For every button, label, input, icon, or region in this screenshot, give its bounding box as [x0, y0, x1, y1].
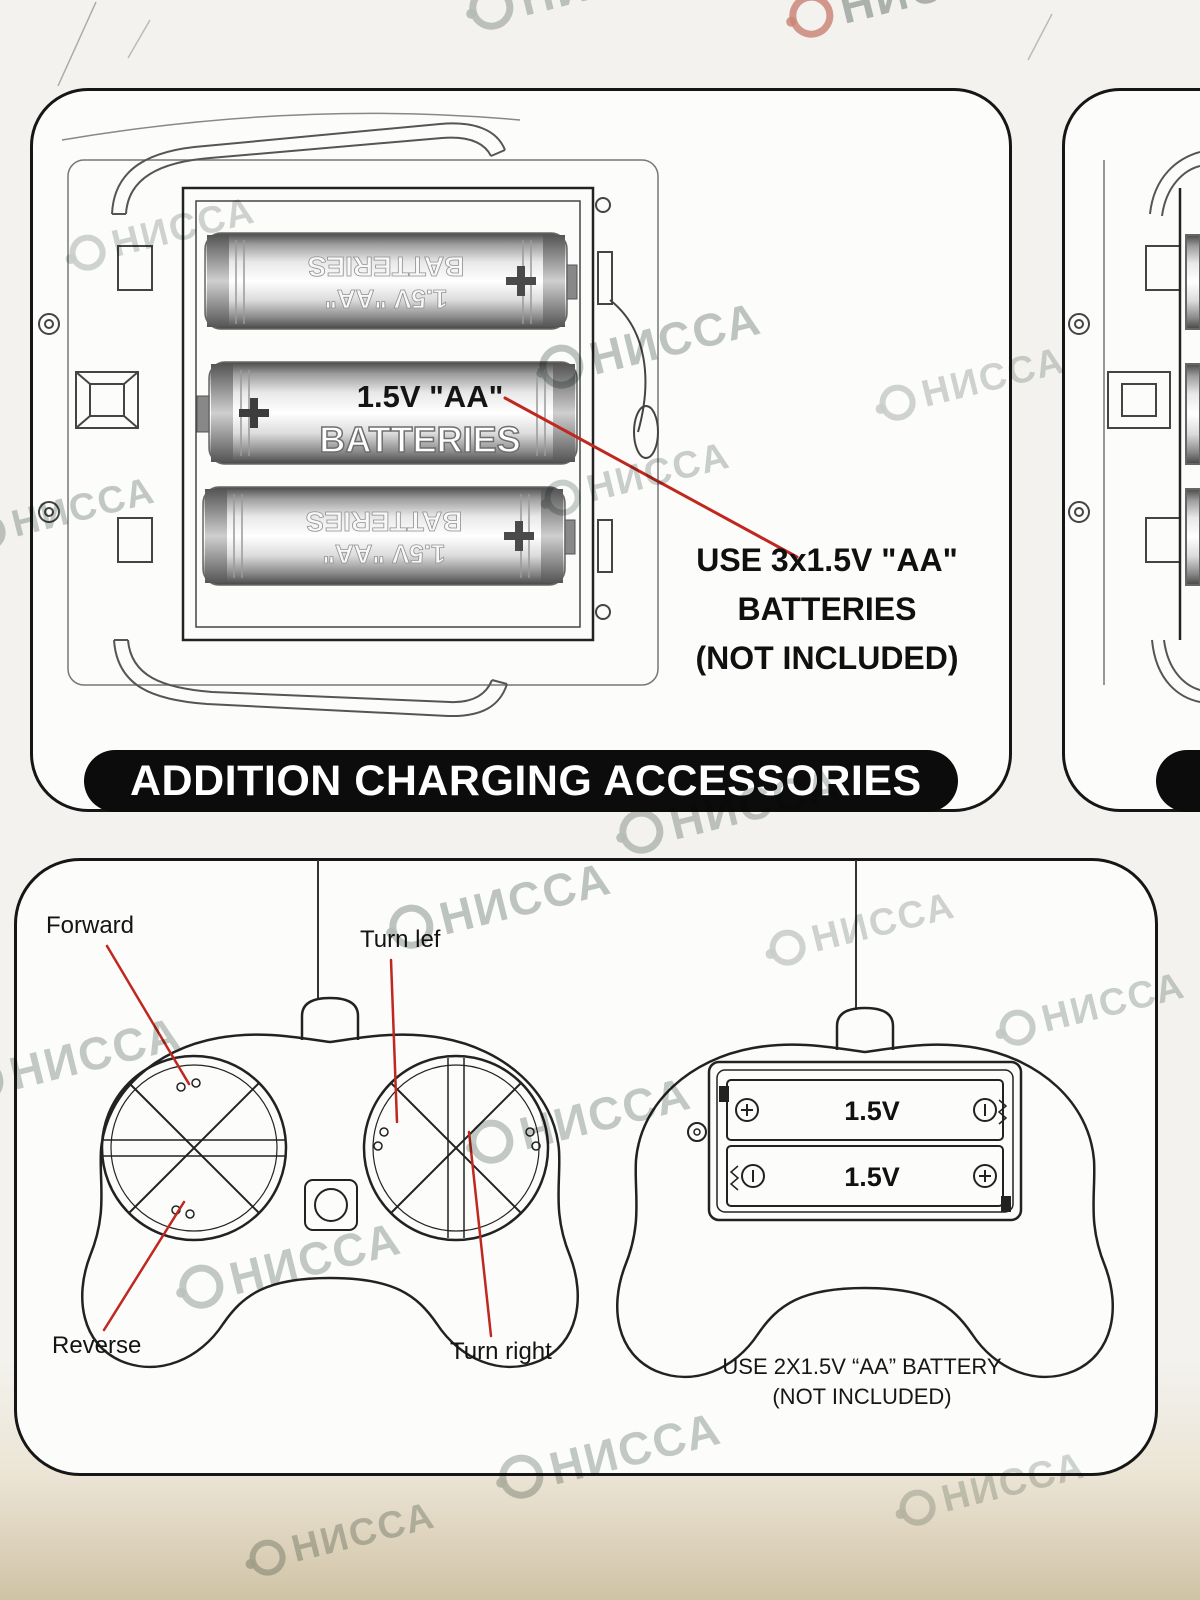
- section-banner: ADDITION CHARGING ACCESSORIES: [84, 750, 958, 812]
- scan-scratches: [57, 1, 1053, 87]
- battery-note: USE 3x1.5V "AA" BATTERIES (NOT INCLUDED): [652, 536, 1002, 683]
- partial-next-panel: [1062, 88, 1200, 812]
- watermark-logo-icon: [784, 0, 839, 43]
- turn-left-label: Turn lef: [360, 926, 441, 953]
- watermark-text: НИССА: [514, 0, 697, 27]
- watermark: НИССА: [245, 1495, 440, 1583]
- section-banner-label: ADDITION CHARGING ACCESSORIES: [130, 756, 922, 805]
- battery-note-line2: BATTERIES: [737, 591, 917, 627]
- watermark: НИССА: [783, 0, 1016, 47]
- watermark: НИССА: [463, 0, 696, 39]
- reverse-label: Reverse: [52, 1332, 142, 1359]
- partial-section-banner: [1156, 750, 1200, 812]
- battery-note-line1: USE 3x1.5V "AA": [696, 542, 958, 578]
- remote-battery-note-line2: (NOT INCLUDED): [772, 1384, 952, 1409]
- watermark-logo-icon: [464, 0, 519, 35]
- forward-label: Forward: [46, 912, 135, 939]
- turn-right-label: Turn right: [450, 1338, 552, 1365]
- watermark-logo-icon: [895, 1485, 940, 1529]
- battery-note-line3: (NOT INCLUDED): [695, 640, 959, 676]
- watermark-logo-icon: [245, 1535, 290, 1579]
- watermark-text: НИССА: [287, 1494, 440, 1571]
- remote-battery-note: USE 2X1.5V “AA” BATTERY (NOT INCLUDED): [672, 1352, 1052, 1412]
- battery-install-panel: [30, 88, 1012, 812]
- watermark-text: НИССА: [834, 0, 1017, 35]
- watermark-logo-icon: [0, 510, 10, 554]
- watermark-logo-icon: [0, 1055, 9, 1109]
- watermark-logo-icon: [614, 805, 669, 859]
- remote-battery-note-line1: USE 2X1.5V “AA” BATTERY: [722, 1354, 1002, 1379]
